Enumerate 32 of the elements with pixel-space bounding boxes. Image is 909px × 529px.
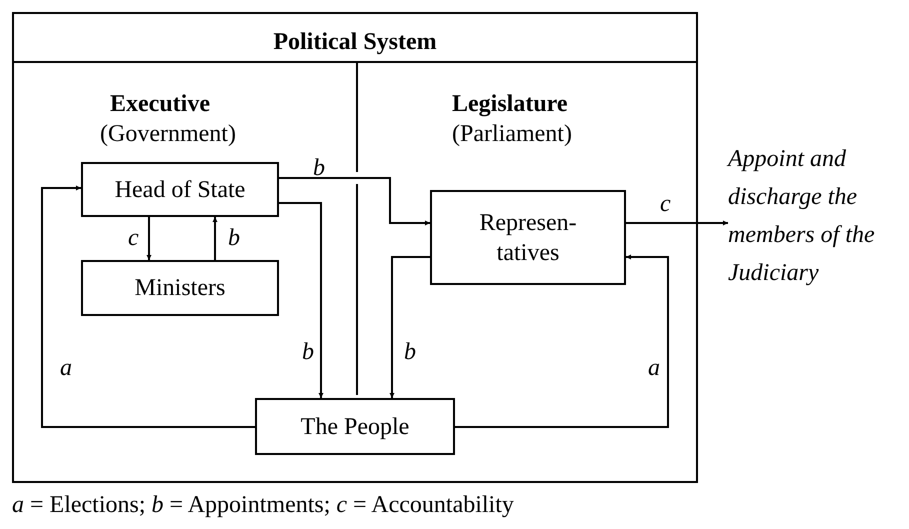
arrow: [455, 254, 669, 428]
column-heading: (Government): [100, 120, 236, 149]
arrow: [279, 202, 324, 398]
arrow: [41, 186, 255, 428]
process-box: [430, 190, 626, 285]
legend-text: a = Elections; b = Appointments; c = Accountability: [12, 491, 514, 520]
arrow: [146, 217, 152, 260]
arrow: [390, 256, 430, 398]
edge-label: b: [404, 340, 416, 364]
column-heading: Legislature: [452, 90, 568, 119]
system-frame: [12, 12, 698, 483]
edge-label: b: [302, 340, 314, 364]
box-label: Ministers: [134, 274, 226, 303]
process-box: [81, 162, 279, 217]
process-box: [81, 260, 279, 316]
column-heading: Executive: [110, 90, 210, 119]
edge-label: b: [313, 156, 325, 180]
note-text: Appoint and discharge the members of the Judiciary: [728, 146, 875, 286]
edge-label: b: [228, 226, 240, 250]
box-label: Represen- tatives: [478, 208, 578, 268]
edge-label: c: [660, 192, 671, 216]
column-heading: (Parliament): [452, 120, 572, 149]
frame-heading: Political System: [272, 28, 438, 57]
edge-label: c: [128, 226, 139, 250]
edge-label: a: [60, 356, 72, 380]
box-label: The People: [300, 412, 410, 442]
process-box: [255, 398, 455, 455]
edge-label: a: [648, 356, 660, 380]
arrow: [212, 217, 218, 260]
arrow: [626, 220, 728, 226]
box-label: Head of State: [114, 176, 246, 204]
arrow: [279, 177, 430, 226]
